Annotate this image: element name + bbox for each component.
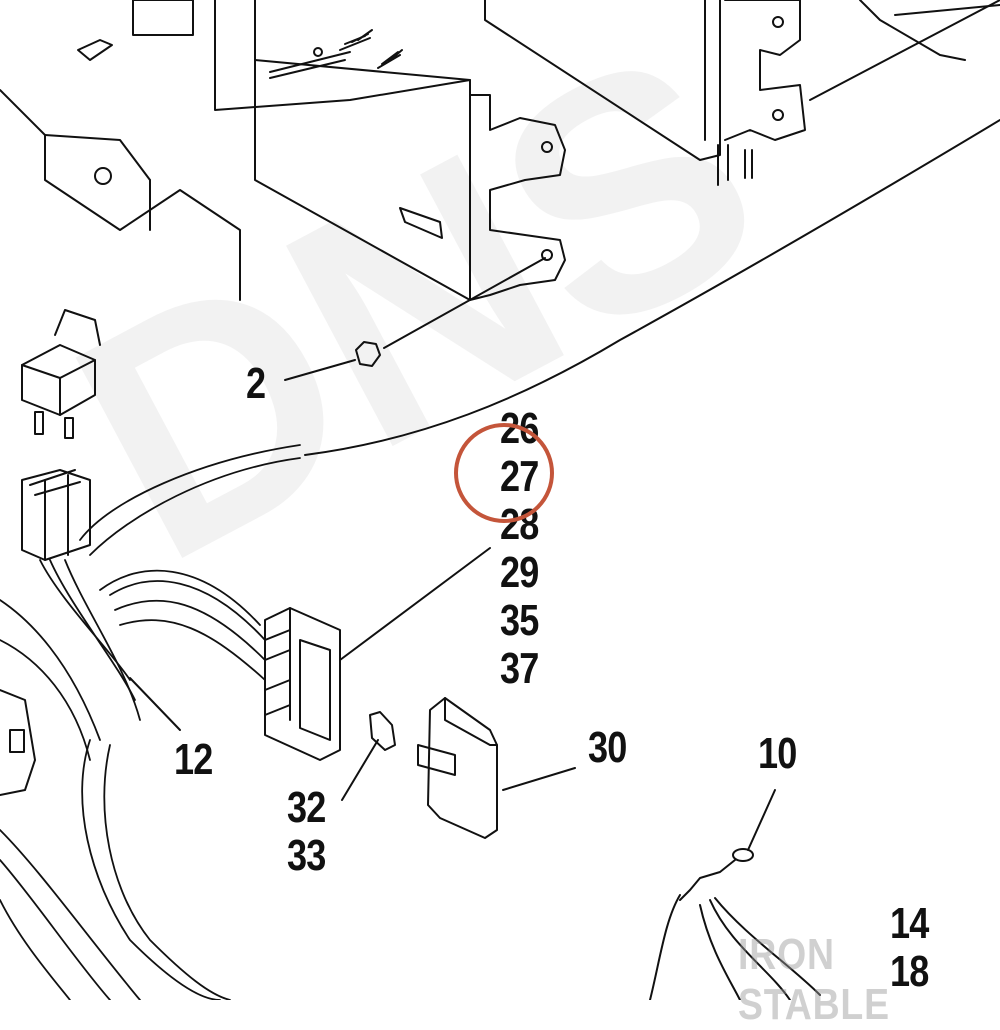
relay-bracket <box>484 0 1000 186</box>
springs <box>339 29 403 69</box>
callout-14: 14 <box>890 899 929 948</box>
connector-block-left <box>21 469 91 561</box>
callout-33: 33 <box>287 831 326 880</box>
wiring-harness <box>0 444 301 1000</box>
control-module-panel <box>214 0 566 301</box>
callout-10: 10 <box>758 729 797 778</box>
callout-32: 32 <box>287 783 326 832</box>
callout-18: 18 <box>890 947 929 996</box>
ring-terminal-10 <box>649 789 821 1000</box>
callout-37: 37 <box>500 644 539 693</box>
callout-35: 35 <box>500 596 539 645</box>
leader-12 <box>129 677 181 731</box>
callout-stack-14: 14 18 <box>890 902 937 998</box>
callout-29: 29 <box>500 548 539 597</box>
connector-cover-30 <box>417 697 576 839</box>
fuse-block-top <box>77 0 194 61</box>
callout-12: 12 <box>174 735 213 784</box>
connector-left-edge <box>0 689 36 796</box>
parts-diagram <box>0 0 1000 1000</box>
relay-left <box>21 309 101 439</box>
harness-trunk-line <box>304 119 1000 456</box>
mounting-bracket-left <box>0 89 241 301</box>
callout-stack-32: 32 33 <box>287 786 334 882</box>
watermark: IRON STABLE <box>738 930 890 1029</box>
highlight-circle <box>454 423 554 523</box>
callout-2: 2 <box>246 359 266 408</box>
multi-pin-connector <box>264 547 491 761</box>
fuse-part-32 <box>341 711 396 801</box>
nut-part-2 <box>284 257 546 381</box>
callout-30: 30 <box>588 723 627 772</box>
